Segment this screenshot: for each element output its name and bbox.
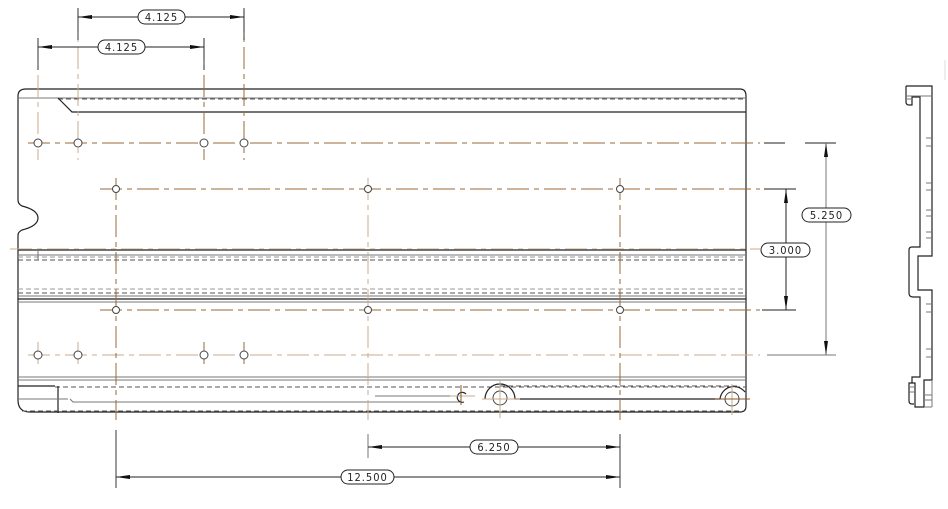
dimension-bottom-upper: 6.250	[367, 434, 621, 488]
plate-front-view	[17, 88, 747, 413]
bottom-flange	[18, 376, 746, 413]
dimension-label: 3.000	[769, 244, 802, 257]
plate-outline	[17, 88, 747, 413]
dimension-label: 4.125	[105, 41, 138, 54]
hole	[239, 350, 249, 360]
hole	[199, 350, 209, 360]
hole	[112, 185, 120, 193]
hole	[616, 306, 624, 314]
holes	[33, 138, 750, 418]
hole	[73, 350, 83, 360]
hole	[73, 138, 83, 148]
slot-hole	[456, 391, 467, 403]
hole	[239, 138, 249, 148]
middle-channel	[18, 249, 746, 303]
vertical-centerlines	[37, 10, 621, 420]
dimension-right-outer: 5.250	[767, 142, 852, 356]
dimension-label: 5.250	[810, 209, 843, 222]
profile-outline	[905, 85, 933, 408]
dimension-label: 12.500	[347, 471, 388, 484]
hole	[616, 185, 624, 193]
top-step-line	[57, 97, 746, 113]
dimension-label: 4.125	[145, 11, 178, 24]
hole	[33, 350, 43, 360]
dimension-top-lower: 4.125	[37, 38, 205, 70]
hole	[199, 138, 209, 148]
dimension-top-upper: 4.125	[77, 8, 245, 40]
dimension-bottom-lower: 12.500	[115, 430, 620, 488]
dimension-label: 6.250	[477, 441, 510, 454]
hole	[364, 306, 372, 314]
hole	[33, 138, 43, 148]
dimension-right-inner: 3.000	[760, 188, 811, 311]
hole	[112, 306, 120, 314]
horizontal-centerlines	[10, 142, 785, 356]
side-profile-view	[905, 60, 946, 408]
hole	[364, 185, 372, 193]
profile-ticks	[909, 137, 932, 401]
